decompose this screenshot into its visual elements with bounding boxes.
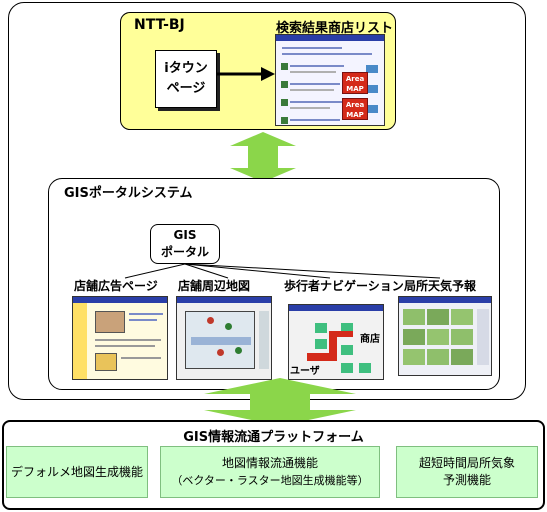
itown-line2: ページ [166,81,206,96]
ntt-gis-double-arrow [230,132,296,182]
itown-page-box: iタウン ページ [155,50,217,108]
area-map-badge-1-line1: Area [345,75,365,83]
result-list-title: 検索結果商店リスト [276,21,394,36]
feature-map-distribution: 地図情報流通機能 （ベクター・ラスター地図生成機能等） [160,446,380,498]
area-map-badge-2-line1: Area [345,101,365,109]
service-label-local-weather: 局所天気予報 [404,279,477,293]
itown-to-list-arrow [217,67,275,81]
area-map-badge-1-line2: MAP [346,85,364,93]
store-ad-page-screenshot [72,296,168,380]
feature-local-weather-prediction: 超短時間局所気象 予測機能 [396,446,538,498]
portal-service-tree-lines [124,263,441,279]
search-result-list-screenshot [275,34,385,126]
local-weather-screenshot [398,296,492,376]
area-map-badge-2-line2: MAP [346,111,364,119]
gis-platform-title: GIS情報流通プラットフォーム [183,430,364,445]
gis-platform-double-arrow [204,378,356,426]
nav-store-label: 商店 [360,334,380,345]
feature-local-weather-prediction-line2: 予測機能 [442,473,491,487]
service-label-store-ad: 店舗広告ページ [74,279,158,293]
area-map-badge-2: Area MAP [342,98,368,120]
feature-map-distribution-line2: （ベクター・ラスター地図生成機能等） [171,474,369,487]
feature-deformed-map: デフォルメ地図生成機能 [6,446,148,498]
pedestrian-nav-screenshot [288,304,384,380]
service-label-pedestrian-nav: 歩行者ナビゲーション [284,279,404,293]
feature-map-distribution-line1: 地図情報流通機能 [221,456,318,470]
feature-local-weather-prediction-line1: 超短時間局所気象 [418,456,515,470]
portal-line1: GIS [173,228,197,242]
portal-line2: ポータル [160,245,209,259]
nav-user-label: ユーザ [290,366,320,377]
feature-deformed-map-line1: デフォルメ地図生成機能 [10,464,143,479]
service-label-store-map: 店舗周辺地図 [178,279,251,293]
ntt-bj-title: NTT-BJ [134,17,185,33]
store-map-screenshot [176,296,272,380]
gis-portal-node: GIS ポータル [150,224,220,264]
area-map-badge-1: Area MAP [342,72,368,94]
gis-portal-system-title: GISポータルシステム [64,186,193,201]
itown-line1: iタウン [164,61,208,76]
